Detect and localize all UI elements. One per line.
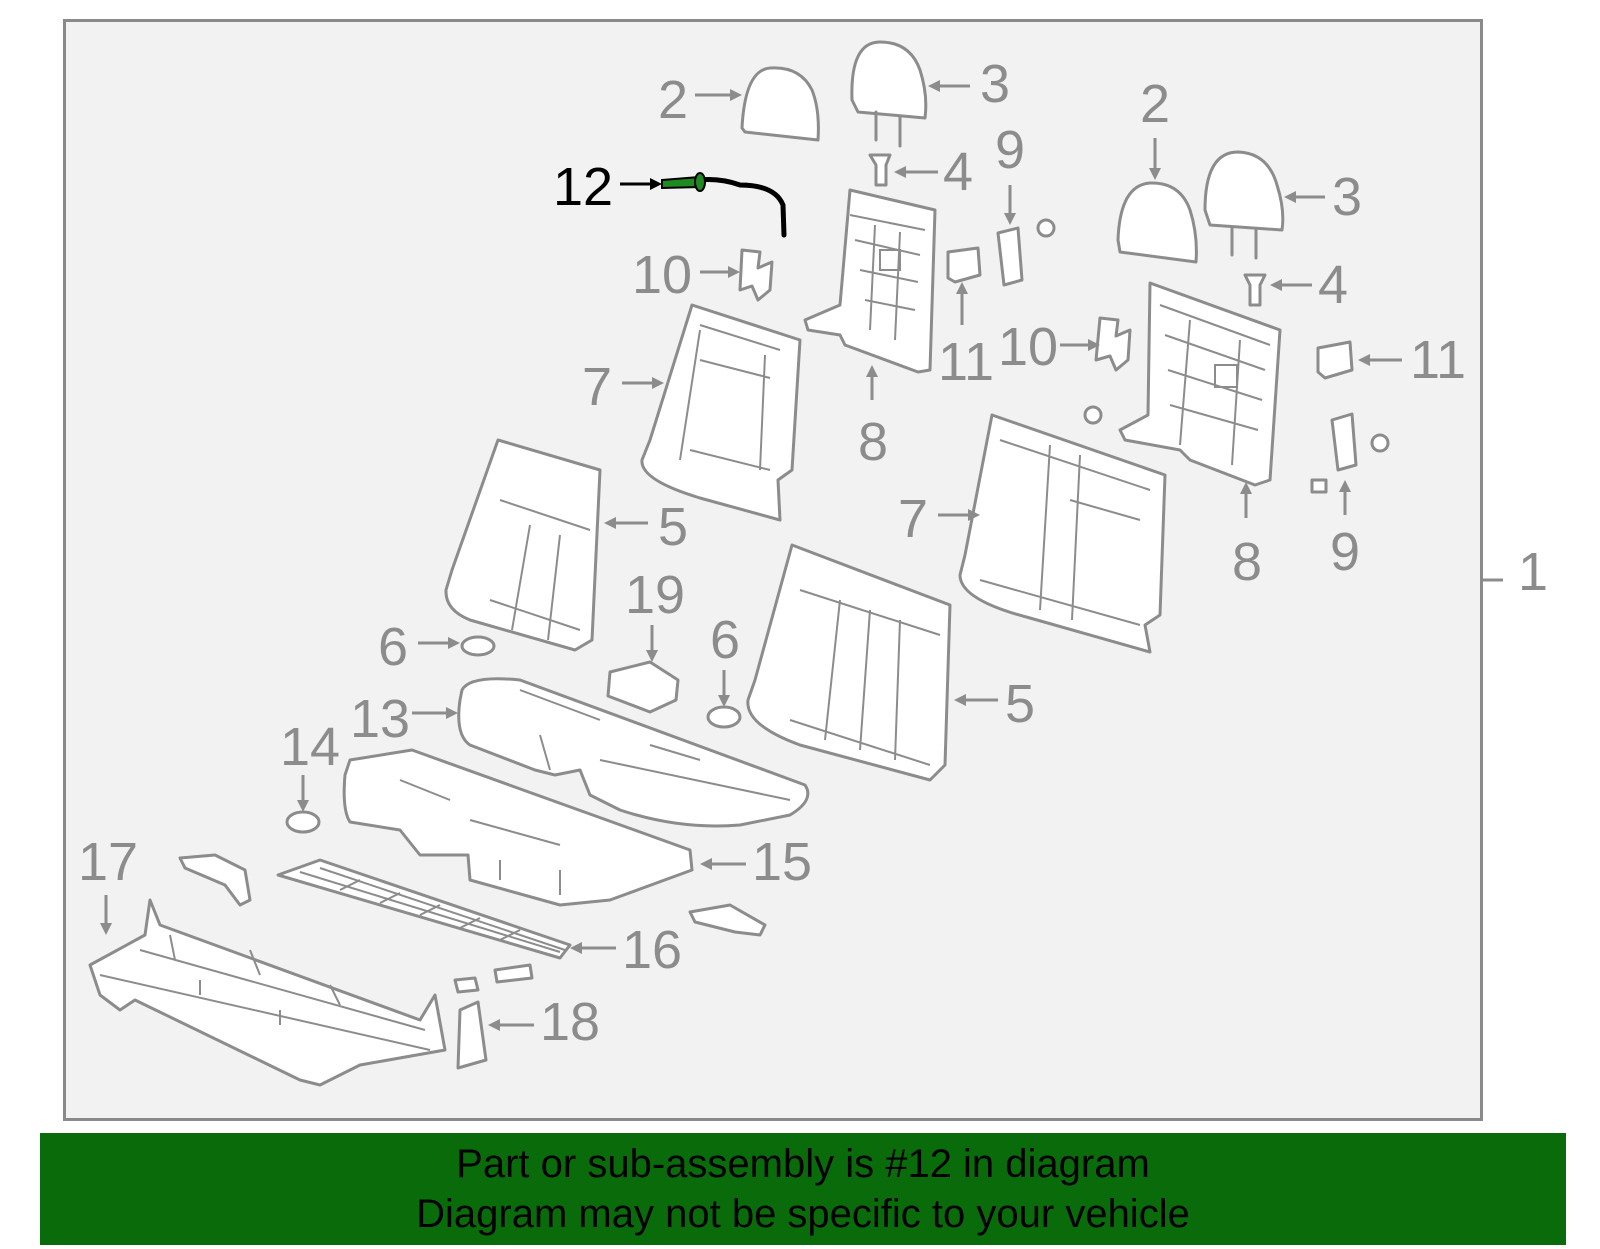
callout-16[interactable]: 16 bbox=[622, 920, 682, 980]
info-banner: Part or sub-assembly is #12 in diagram D… bbox=[40, 1133, 1566, 1245]
mesh-panel-16[interactable] bbox=[276, 858, 572, 960]
clip-11-right[interactable] bbox=[1316, 340, 1354, 380]
seatback-cover-5-left[interactable] bbox=[444, 438, 602, 652]
cushion-pad-15[interactable] bbox=[342, 748, 694, 907]
callout-3-right[interactable]: 3 bbox=[1332, 167, 1362, 227]
bracket-right bbox=[688, 903, 767, 937]
callout-5-right[interactable]: 5 bbox=[1005, 674, 1035, 734]
callout-19[interactable]: 19 bbox=[625, 565, 685, 625]
callout-17[interactable]: 17 bbox=[78, 832, 138, 892]
callout-6-right[interactable]: 6 bbox=[710, 610, 740, 670]
callout-7-right[interactable]: 7 bbox=[898, 489, 928, 549]
callout-3-left[interactable]: 3 bbox=[980, 54, 1010, 114]
bracket-10-left[interactable] bbox=[738, 248, 774, 302]
bracket-upper-left bbox=[178, 853, 252, 907]
clips-18 bbox=[453, 963, 534, 994]
ring-6-right[interactable] bbox=[706, 705, 742, 729]
cover-18[interactable] bbox=[456, 1000, 488, 1070]
headrest-2-right[interactable] bbox=[1116, 181, 1198, 264]
callout-2-right[interactable]: 2 bbox=[1140, 74, 1170, 134]
callout-10-left[interactable]: 10 bbox=[632, 245, 692, 305]
callout-9-left[interactable]: 9 bbox=[995, 120, 1025, 180]
callout-5-left[interactable]: 5 bbox=[658, 497, 688, 557]
seatback-pad-7-right[interactable] bbox=[958, 413, 1167, 654]
seatback-frame-8-right[interactable] bbox=[1118, 281, 1282, 487]
callout-15[interactable]: 15 bbox=[752, 832, 812, 892]
callout-12[interactable]: 12 bbox=[553, 157, 613, 217]
callout-10-right[interactable]: 10 bbox=[998, 317, 1058, 377]
cover-9-left[interactable] bbox=[996, 226, 1024, 287]
bracket-10-right[interactable] bbox=[1094, 316, 1132, 372]
banner-line-1: Part or sub-assembly is #12 in diagram bbox=[456, 1142, 1150, 1186]
callout-6-left[interactable]: 6 bbox=[378, 617, 408, 677]
guide-4-left[interactable] bbox=[868, 153, 892, 187]
guide-4-right[interactable] bbox=[1243, 273, 1267, 307]
callout-2-left[interactable]: 2 bbox=[658, 70, 688, 130]
callout-13[interactable]: 13 bbox=[350, 689, 410, 749]
seatback-pad-7-left[interactable] bbox=[640, 303, 802, 522]
clip-11-left[interactable] bbox=[946, 246, 982, 284]
callout-11-right[interactable]: 11 bbox=[1410, 330, 1466, 390]
callout-1[interactable]: 1 bbox=[1518, 542, 1548, 602]
cushion-cover-13[interactable] bbox=[457, 677, 810, 828]
callout-9-right[interactable]: 9 bbox=[1330, 522, 1360, 582]
headrest-3-left[interactable] bbox=[850, 40, 928, 120]
callout-8-right[interactable]: 8 bbox=[1232, 532, 1262, 592]
callout-11-left[interactable]: 11 bbox=[938, 332, 994, 392]
ring-14[interactable] bbox=[285, 810, 321, 834]
callout-4-left[interactable]: 4 bbox=[943, 142, 973, 202]
cushion-frame-17[interactable] bbox=[88, 898, 447, 1087]
ring-6-left[interactable] bbox=[460, 635, 496, 657]
seatback-frame-8-left[interactable] bbox=[803, 188, 937, 374]
callout-8-left[interactable]: 8 bbox=[858, 412, 888, 472]
callout-7-left[interactable]: 7 bbox=[582, 357, 612, 417]
banner-line-2: Diagram may not be specific to your vehi… bbox=[416, 1192, 1190, 1236]
seatback-cover-5-right[interactable] bbox=[746, 543, 952, 782]
headrest-3-right[interactable] bbox=[1203, 150, 1285, 232]
headrest-2-left[interactable] bbox=[740, 66, 820, 142]
callout-18[interactable]: 18 bbox=[540, 992, 600, 1052]
pad-19[interactable] bbox=[606, 660, 680, 714]
cable-12[interactable] bbox=[662, 177, 787, 238]
callout-4-right[interactable]: 4 bbox=[1318, 255, 1348, 315]
cover-9-right[interactable] bbox=[1330, 412, 1358, 472]
callout-14[interactable]: 14 bbox=[280, 717, 340, 777]
